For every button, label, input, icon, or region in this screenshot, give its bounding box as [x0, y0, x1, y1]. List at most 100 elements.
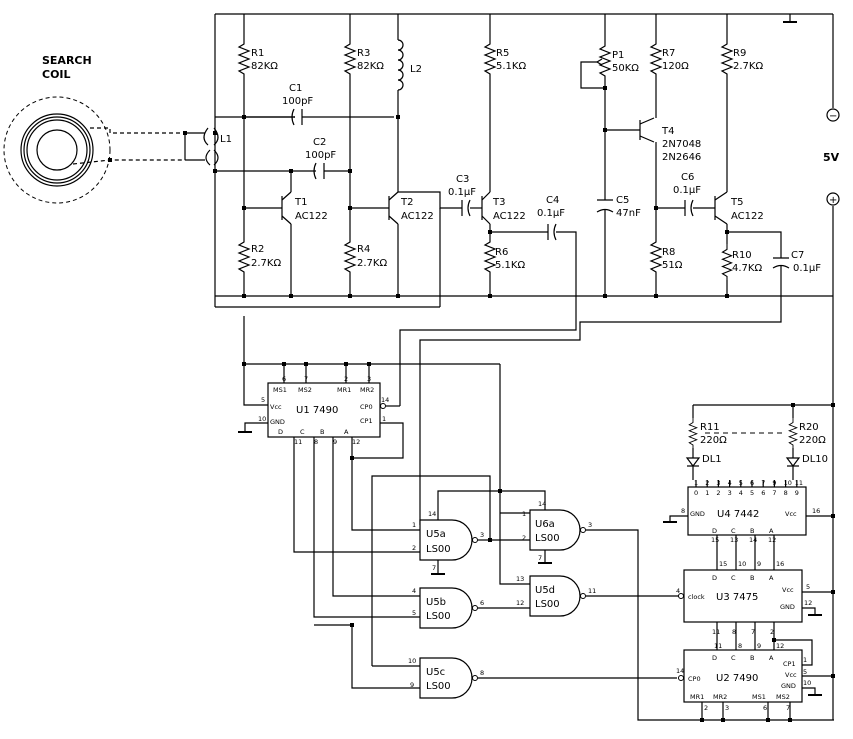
u4-output-label: 9 [795, 489, 799, 497]
u1-body [267, 382, 381, 438]
c5-value: 47nF [616, 208, 641, 219]
svg-text:11: 11 [712, 628, 720, 636]
svg-text:C: C [731, 654, 736, 662]
svg-text:Vcc: Vcc [782, 586, 794, 594]
svg-text:A: A [769, 527, 774, 535]
svg-text:11: 11 [294, 438, 302, 446]
r7-value: 120Ω [662, 61, 689, 72]
capacitor-c2: C2 100pF [289, 137, 350, 180]
svg-text:14: 14 [381, 396, 389, 404]
svg-text:9: 9 [410, 681, 414, 689]
stage-1: R1 82KΩ R2 2.7KΩ T1 AC122 [213, 14, 328, 298]
u4-u3-wires: 15 10 9 16 [716, 535, 784, 570]
t5-value: AC122 [731, 211, 764, 222]
r11-value: 220Ω [700, 435, 727, 446]
dl1-label: DL1 [702, 454, 722, 465]
t1-value: AC122 [295, 211, 328, 222]
svg-text:Vcc: Vcc [270, 403, 282, 411]
svg-text:13: 13 [516, 575, 524, 583]
c3-ref: C3 [456, 174, 469, 185]
svg-text:MR1: MR1 [337, 386, 351, 394]
svg-text:12: 12 [516, 599, 524, 607]
chip-u4: U4 7442 GND 8 Vcc 16 D C B A 15 13 14 12… [663, 403, 835, 544]
u4-output-label: 6 [761, 489, 765, 497]
svg-text:2: 2 [344, 375, 348, 383]
svg-text:15: 15 [719, 560, 727, 568]
svg-text:B: B [750, 654, 754, 662]
svg-text:10: 10 [803, 679, 811, 687]
u4-output-label: 3 [728, 489, 732, 497]
u4-output-label: 7 [772, 489, 776, 497]
u5a-type: LS00 [426, 544, 451, 555]
c4-value: 0.1μF [537, 208, 565, 219]
chip-u2: 11 8 9 12 D C B A 14 CP0 U2 7490 CP1 Vcc… [676, 638, 835, 722]
r3-value: 82KΩ [357, 61, 384, 72]
c6-ref: C6 [681, 172, 694, 183]
svg-text:8: 8 [480, 669, 484, 677]
r6-value: 5.1KΩ [495, 260, 525, 271]
svg-text:14: 14 [676, 667, 684, 675]
svg-text:14: 14 [749, 536, 757, 544]
inductor-l1: L1 [185, 127, 232, 166]
u2-title: U2 7490 [716, 673, 758, 684]
svg-text:MS2: MS2 [776, 693, 790, 701]
t3-ref: T3 [492, 197, 505, 208]
r2-value: 2.7KΩ [251, 258, 281, 269]
svg-text:clock: clock [688, 593, 705, 601]
svg-text:MS1: MS1 [273, 386, 287, 394]
svg-text:1: 1 [803, 656, 807, 664]
svg-text:4: 4 [676, 587, 680, 595]
supply-minus-sign: − [829, 111, 837, 122]
c7-value: 0.1μF [793, 263, 821, 274]
svg-text:8: 8 [738, 642, 742, 650]
r11-ref: R11 [700, 422, 720, 433]
svg-text:7: 7 [432, 564, 436, 572]
t3-value: AC122 [493, 211, 526, 222]
svg-text:4: 4 [412, 587, 416, 595]
u4-pin-number: 5 [739, 479, 743, 487]
svg-text:GND: GND [690, 510, 705, 518]
svg-text:MS1: MS1 [752, 693, 766, 701]
svg-text:12: 12 [768, 536, 776, 544]
gate-u5a: U5a LS00 1 2 3 14 7 [412, 490, 500, 575]
svg-text:GND: GND [270, 418, 285, 426]
u4-pin-number: 2 [705, 479, 709, 487]
u4-output-label: 4 [739, 489, 743, 497]
u5b-name: U5b [426, 597, 446, 608]
svg-text:B: B [750, 527, 754, 535]
search-coil: SEARCH COIL [3, 54, 187, 204]
gate-u5b: U5b LS00 4 5 6 [412, 587, 530, 629]
u4-pin-number: 6 [750, 479, 754, 487]
c5-ref: C5 [616, 195, 629, 206]
search-coil-label-2: COIL [42, 68, 71, 81]
svg-text:1: 1 [522, 510, 526, 518]
svg-text:2: 2 [522, 534, 526, 542]
u6a-type: LS00 [535, 533, 560, 544]
r5-ref: R5 [496, 48, 509, 59]
r1-ref: R1 [251, 48, 264, 59]
u4-output-label: 1 [705, 489, 709, 497]
supply-voltage-label: 5V [823, 151, 840, 164]
svg-text:11: 11 [588, 587, 596, 595]
t4-ref: T4 [661, 126, 674, 137]
c3-value: 0.1μF [448, 187, 476, 198]
svg-text:2: 2 [704, 704, 708, 712]
svg-text:15: 15 [711, 536, 719, 544]
r4-value: 2.7KΩ [357, 258, 387, 269]
t4-value: 2N7048 [662, 139, 701, 150]
svg-text:9: 9 [757, 560, 761, 568]
r9-ref: R9 [733, 48, 746, 59]
u6a-name: U6a [535, 519, 555, 530]
svg-text:Vcc: Vcc [785, 510, 797, 518]
t4-alt: 2N2646 [662, 152, 701, 163]
svg-text:6: 6 [763, 704, 767, 712]
r8-value: 51Ω [662, 260, 683, 271]
svg-text:8: 8 [314, 438, 318, 446]
svg-text:A: A [769, 574, 774, 582]
svg-text:3: 3 [588, 521, 592, 529]
svg-text:A: A [769, 654, 774, 662]
svg-text:Vcc: Vcc [785, 671, 797, 679]
r2-ref: R2 [251, 244, 264, 255]
svg-text:GND: GND [781, 682, 796, 690]
u4-output-label: 2 [716, 489, 720, 497]
